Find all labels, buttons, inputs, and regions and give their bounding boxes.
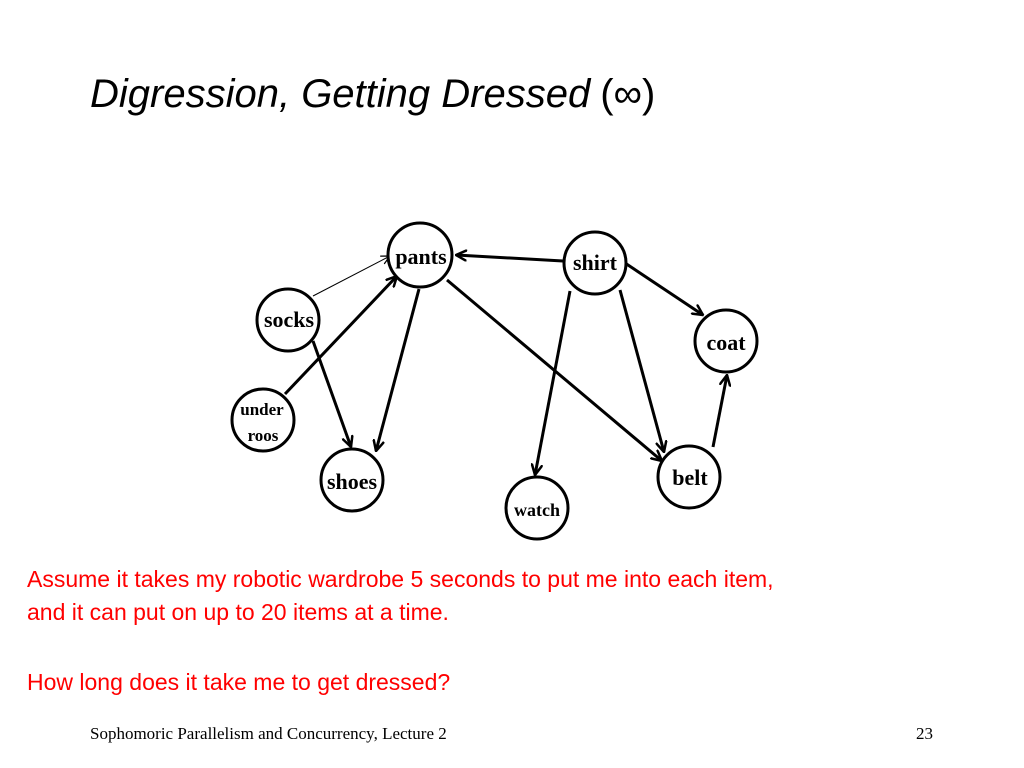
node-shirt <box>562 230 628 296</box>
edge-shirt-watch <box>535 290 572 475</box>
edge-underroos-pants <box>283 276 397 396</box>
node-belt <box>656 444 722 510</box>
title-text: Digression, Getting Dressed <box>90 72 591 116</box>
node-watch <box>504 475 570 541</box>
edge-belt-coat <box>711 375 727 448</box>
node-underroos <box>230 387 296 453</box>
assumption-line-1: Assume it takes my robotic wardrobe 5 se… <box>27 566 774 592</box>
node-socks <box>255 287 321 353</box>
label-shirt: shirt <box>573 250 618 275</box>
label-underroos-line1: under <box>240 400 284 419</box>
question-text: How long does it take me to get dressed? <box>27 669 451 695</box>
node-shoes <box>319 447 385 513</box>
slide-title: Digression, Getting Dressed(∞) <box>90 72 655 117</box>
edge-shirt-pants <box>456 255 564 263</box>
label-shoes: shoes <box>327 469 378 494</box>
label-underroos-line2: roos <box>248 426 279 445</box>
assumption-line-2: and it can put on up to 20 items at a ti… <box>27 599 449 625</box>
footer-course: Sophomoric Parallelism and Concurrency, … <box>90 724 447 743</box>
edge-pants-shoes <box>376 288 421 451</box>
edge-socks-pants <box>312 255 391 297</box>
edge-shirt-coat <box>624 261 703 315</box>
page-number: 23 <box>916 724 933 743</box>
infinity-symbol: (∞) <box>600 72 656 116</box>
label-socks: socks <box>264 307 315 332</box>
node-pants <box>386 221 454 289</box>
label-watch: watch <box>514 500 560 520</box>
label-belt: belt <box>672 465 708 490</box>
edge-shirt-belt <box>618 289 664 452</box>
label-pants: pants <box>395 244 447 269</box>
node-coat <box>693 308 759 374</box>
label-coat: coat <box>706 330 746 355</box>
